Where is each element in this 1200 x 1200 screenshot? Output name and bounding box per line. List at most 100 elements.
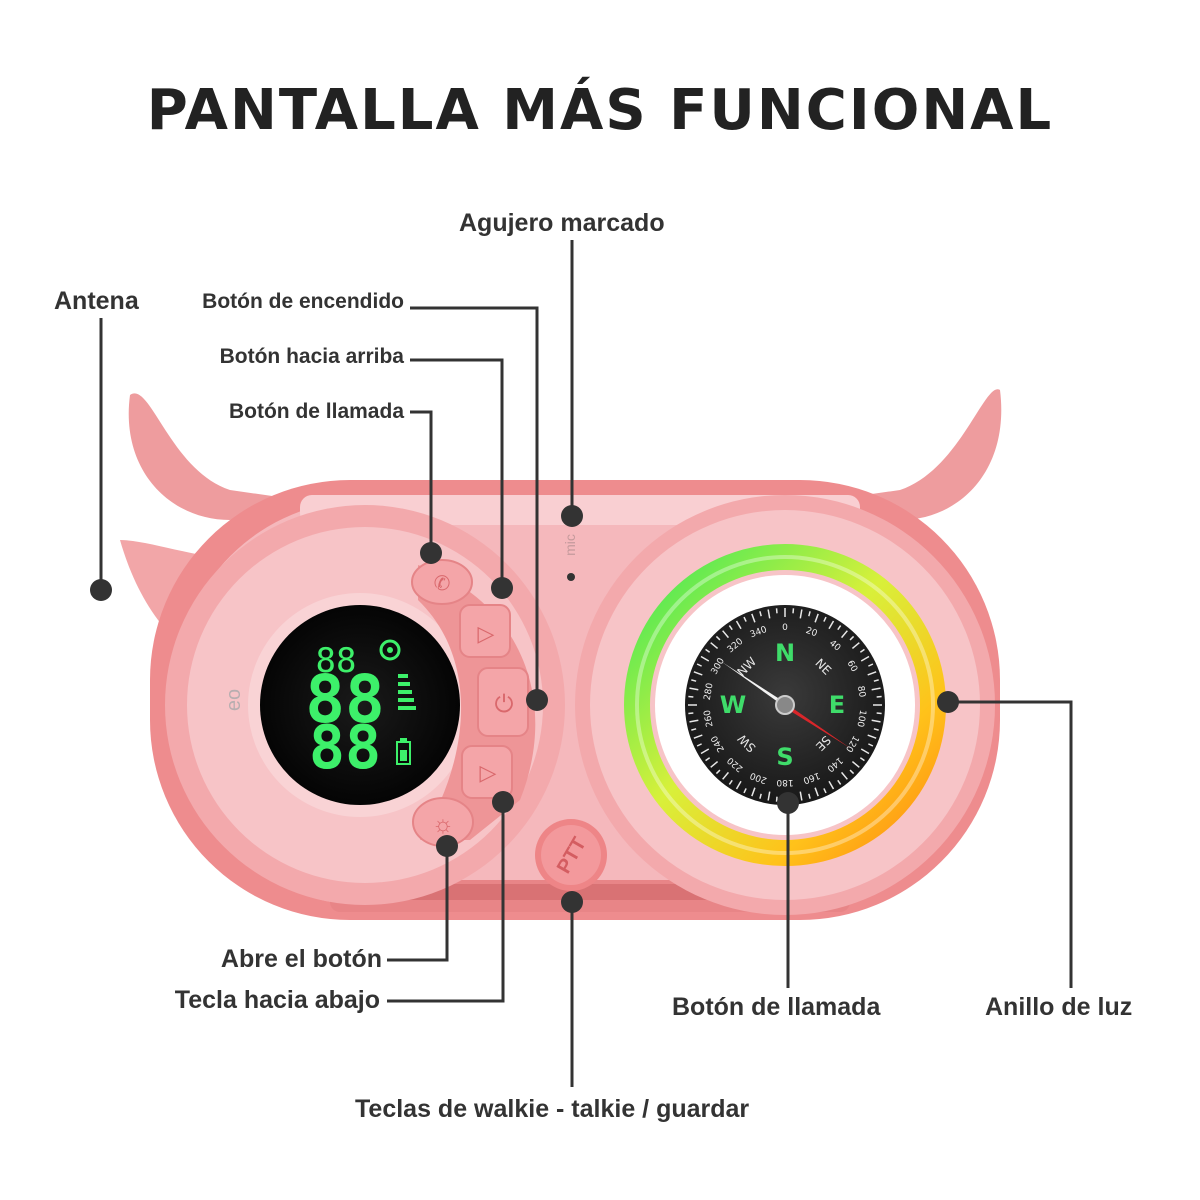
compass-degree-label: 260 [703,709,716,728]
compass-tick [868,663,874,667]
compass-degree-label: 180 [776,777,793,787]
compass-tick [867,671,877,676]
compass-tick [814,787,819,797]
compass-tick [751,613,756,623]
compass-tick [808,793,811,799]
compass-tick [705,648,711,653]
label-anillo-luz: Anillo de luz [985,993,1133,1021]
call-button[interactable]: ✆ [411,559,473,605]
compass-tick [823,616,827,622]
compass-tick [868,743,874,747]
compass-degree-label: 280 [703,682,716,701]
lcd-top-digits: 88 [316,641,357,681]
compass-tick [689,719,699,723]
compass-cardinal: S [776,743,793,771]
compass-tick [849,769,855,775]
compass-tick [837,779,842,785]
label-teclas-walkie: Teclas de walkie - talkie / guardar [355,1095,750,1123]
compass-tick [759,793,762,799]
play-icon: ▷ [478,621,495,646]
compass-degree-label: 100 [854,709,867,728]
power-icon: ⏻ [495,691,514,718]
mic-label: mic [562,534,578,556]
compass-tick [873,728,879,731]
compass-tick [828,620,835,630]
compass-tick [696,663,702,667]
compass-tick [851,642,860,650]
label-boton-llamada-right: Botón de llamada [672,993,881,1021]
compass-tick [700,655,710,662]
compass-tick [837,625,842,631]
compass-tick [828,780,835,790]
compass-tick [722,771,730,780]
ptt-button[interactable]: PTT [535,819,607,891]
compass-tick [691,679,697,682]
compass-degree-label: 0 [782,623,788,633]
compass-tick [767,791,771,801]
compass-tick [735,620,742,630]
lcd-display: 88 88 88 [260,605,460,805]
compass-tick [728,625,733,631]
compass-needle [722,662,850,748]
phone-icon: ✆ [434,573,451,595]
compass-tick [722,630,730,639]
compass-tick [859,757,865,762]
up-button[interactable]: ▷ [459,604,511,658]
compass-tick [751,787,756,797]
callout-dots [90,505,959,913]
label-antena: Antena [54,287,139,315]
battery-icon [396,738,411,765]
compass-tick [808,611,811,617]
compass-tick [759,611,762,617]
page-title: PANTALLA MÁS FUNCIONAL [146,78,1054,143]
compass-tick [710,760,719,768]
right-horn [830,389,1002,520]
compass-tick [871,719,881,723]
compass-tick [867,734,877,739]
brand-mark: eo [223,689,245,711]
compass-tick [840,771,848,780]
label-boton-arriba: Botón hacia arriba [219,345,404,368]
power-button[interactable]: ⏻ [477,667,529,737]
label-boton-encendido: Botón de encendido [202,290,404,313]
label-abre-boton: Abre el botón [220,945,382,973]
callout-lines [99,240,1073,1087]
compass-tick [710,642,719,650]
compass-tick [691,728,697,731]
sun-icon: ☼ [432,811,454,838]
compass-tick [696,743,702,747]
compass-tick [767,609,771,619]
play-icon: ▷ [480,760,497,785]
compass-ticks [688,608,882,802]
compass-tick [743,616,747,622]
compass-degree-label: 20 [804,626,818,639]
label-agujero-marcado: Agujero marcado [459,209,665,237]
compass-tick [693,671,703,676]
compass-tick [873,679,879,682]
lcd-main-digits: 88 [305,661,384,738]
compass-tick [705,757,711,762]
compass-tick [849,635,855,641]
compass-tick [860,655,870,662]
lcd-lower-digits: 88 [309,713,381,783]
down-button[interactable]: ▷ [461,745,513,799]
mic-hole [567,573,575,581]
compass-tick [823,788,827,794]
compass-tick [799,791,803,801]
compass-cardinal: E [829,691,845,719]
compass-tick [840,630,848,639]
compass-tick [743,788,747,794]
label-tecla-abajo: Tecla hacia abajo [174,986,380,1014]
compass-tick [851,760,860,768]
compass-tick [715,635,721,641]
compass-tick [814,613,819,623]
compass-tick [693,734,703,739]
signal-icon [379,639,416,710]
compass-cardinal: W [720,691,746,719]
compass-degree-label: 80 [855,685,867,698]
compass-tick [735,780,742,790]
compass-tick [689,687,699,691]
